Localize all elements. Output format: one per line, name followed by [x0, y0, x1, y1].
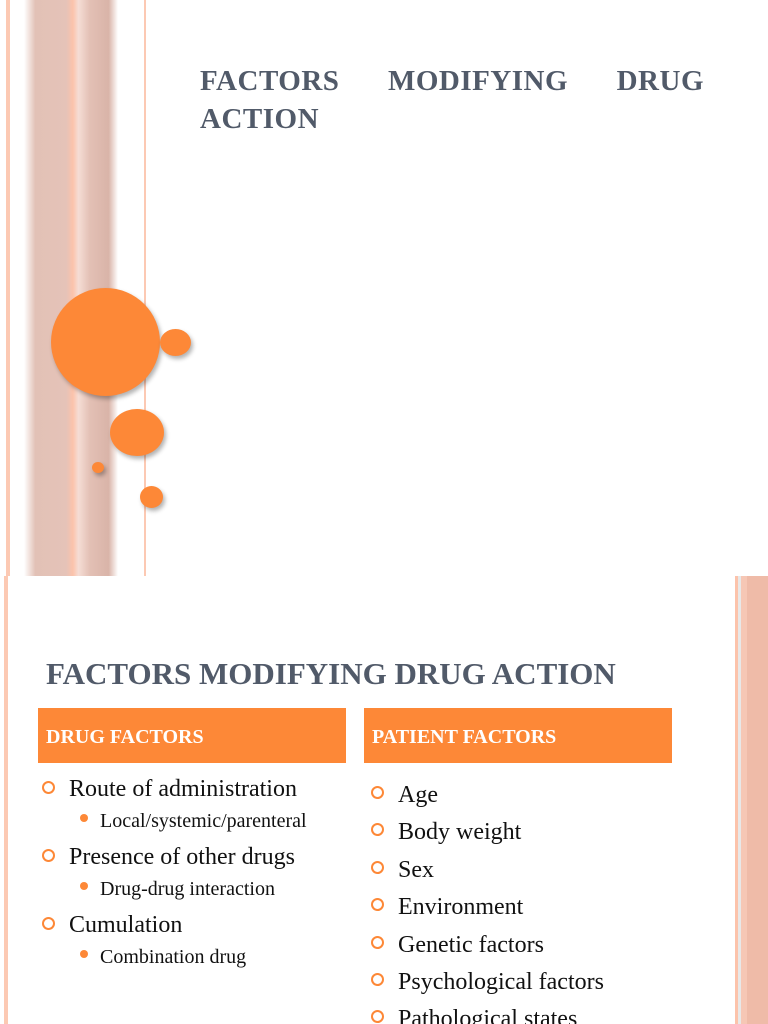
- list-item: Body weight: [367, 814, 604, 851]
- title-word: MODIFYING: [387, 65, 569, 97]
- decor-circle: [110, 409, 164, 456]
- slide-title: FACTORS MODIFYING DRUG ACTION: [200, 62, 704, 138]
- patient-factors-list: Age Body weight Sex Environment Genetic …: [367, 777, 604, 1024]
- decor-circle: [92, 462, 104, 473]
- list-item: Route of administration: [38, 772, 307, 806]
- patient-factors-header: PATIENT FACTORS: [364, 708, 672, 763]
- list-item: Sex: [367, 852, 604, 889]
- drug-factors-list: Route of administration Local/systemic/p…: [38, 772, 307, 976]
- list-item: Pathological states: [367, 1001, 604, 1024]
- decor-stripe: [144, 0, 146, 576]
- decor-stripe: [6, 0, 10, 576]
- slide-1: FACTORS MODIFYING DRUG ACTION: [6, 0, 704, 576]
- title-word: DRUG: [616, 65, 704, 97]
- sub-list-item: Drug-drug interaction: [38, 874, 307, 908]
- slide-2: FACTORS MODIFYING DRUG ACTION DRUG FACTO…: [0, 576, 768, 1024]
- decor-circle: [140, 486, 163, 508]
- title-word: FACTORS: [200, 65, 340, 97]
- sub-list-item: Combination drug: [38, 942, 307, 976]
- list-item: Age: [367, 777, 604, 814]
- drug-factors-header: DRUG FACTORS: [38, 708, 346, 763]
- list-item: Environment: [367, 889, 604, 926]
- title-line-2: ACTION: [200, 103, 320, 135]
- sub-list-item: Local/systemic/parenteral: [38, 806, 307, 840]
- list-item: Psychological factors: [367, 964, 604, 1001]
- list-item: Genetic factors: [367, 927, 604, 964]
- list-item: Presence of other drugs: [38, 840, 307, 874]
- decor-stripe: [4, 576, 8, 1024]
- decor-circle: [51, 288, 160, 396]
- list-item: Cumulation: [38, 908, 307, 942]
- slide-title: FACTORS MODIFYING DRUG ACTION: [46, 656, 616, 691]
- decor-circle: [160, 329, 191, 356]
- decor-stripe-band: [735, 576, 768, 1024]
